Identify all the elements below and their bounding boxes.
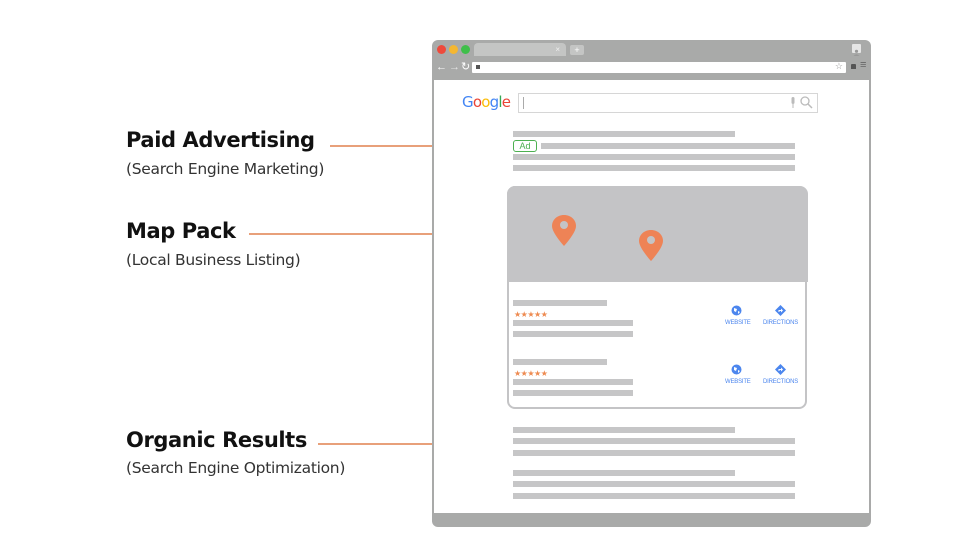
map-pack-subtitle: (Local Business Listing) bbox=[126, 251, 301, 269]
logo-letter: e bbox=[501, 93, 511, 111]
directions-icon[interactable] bbox=[775, 305, 786, 316]
profile-icon[interactable] bbox=[852, 44, 861, 56]
new-tab-button[interactable]: + bbox=[570, 45, 584, 55]
organic-title-placeholder bbox=[513, 470, 735, 476]
logo-letter: o bbox=[481, 93, 490, 111]
website-link[interactable]: WEBSITE bbox=[725, 379, 751, 385]
map-pack-title: Map Pack bbox=[126, 219, 236, 243]
logo-letter: o bbox=[472, 93, 482, 111]
organic-results-title: Organic Results bbox=[126, 428, 307, 452]
back-icon[interactable]: ← bbox=[436, 61, 447, 73]
rating-stars: ★★★★★ bbox=[514, 369, 548, 378]
organic-title-placeholder bbox=[513, 427, 735, 433]
directions-icon[interactable] bbox=[775, 364, 786, 375]
browser-tab[interactable]: × bbox=[474, 43, 566, 56]
ad-title-placeholder bbox=[513, 131, 735, 137]
ad-text-placeholder bbox=[513, 165, 795, 171]
listing-info-placeholder bbox=[513, 320, 633, 326]
map-pin-icon[interactable] bbox=[552, 215, 576, 246]
website-globe-icon[interactable] bbox=[731, 364, 742, 375]
ad-text-placeholder bbox=[513, 154, 795, 160]
reload-icon[interactable]: ↻ bbox=[461, 61, 471, 73]
close-window-button[interactable] bbox=[437, 45, 446, 54]
organic-text-placeholder bbox=[513, 450, 795, 456]
microphone-icon[interactable] bbox=[789, 97, 797, 109]
address-bar[interactable]: ☆ bbox=[472, 61, 846, 73]
map-pin-icon[interactable] bbox=[639, 230, 663, 261]
listing-info-placeholder bbox=[513, 379, 633, 385]
minimize-window-button[interactable] bbox=[449, 45, 458, 54]
logo-letter: l bbox=[498, 93, 502, 111]
organic-text-placeholder bbox=[513, 493, 795, 499]
listing-info-placeholder bbox=[513, 331, 633, 337]
forward-icon[interactable]: → bbox=[449, 61, 460, 73]
paid-advertising-title: Paid Advertising bbox=[126, 128, 315, 152]
organic-results-connector bbox=[318, 443, 504, 445]
directions-link[interactable]: DIRECTIONS bbox=[763, 379, 799, 385]
ad-badge: Ad bbox=[513, 140, 537, 152]
listing-name-placeholder bbox=[513, 300, 607, 306]
bookmark-star-icon[interactable]: ☆ bbox=[834, 61, 843, 71]
search-input[interactable] bbox=[518, 93, 818, 113]
tab-close-icon[interactable]: × bbox=[555, 45, 560, 54]
website-globe-icon[interactable] bbox=[731, 305, 742, 316]
logo-letter: g bbox=[489, 93, 500, 111]
lock-icon bbox=[476, 65, 480, 69]
paid-advertising-connector bbox=[330, 145, 504, 147]
maximize-window-button[interactable] bbox=[461, 45, 470, 54]
menu-icon[interactable]: ≡ bbox=[860, 59, 867, 71]
ad-url-placeholder bbox=[541, 143, 795, 149]
organic-text-placeholder bbox=[513, 438, 795, 444]
logo-letter: G bbox=[462, 93, 474, 111]
directions-link[interactable]: DIRECTIONS bbox=[763, 320, 799, 326]
listing-info-placeholder bbox=[513, 390, 633, 396]
listing-name-placeholder bbox=[513, 359, 607, 365]
text-cursor bbox=[523, 97, 524, 109]
google-logo: Google bbox=[462, 93, 511, 111]
website-link[interactable]: WEBSITE bbox=[725, 320, 751, 326]
organic-text-placeholder bbox=[513, 481, 795, 487]
map-pack-connector bbox=[249, 233, 543, 235]
rating-stars: ★★★★★ bbox=[514, 310, 548, 319]
search-icon[interactable] bbox=[800, 96, 813, 109]
paid-advertising-subtitle: (Search Engine Marketing) bbox=[126, 160, 325, 178]
organic-results-subtitle: (Search Engine Optimization) bbox=[126, 459, 346, 477]
extension-icon[interactable] bbox=[851, 64, 856, 69]
